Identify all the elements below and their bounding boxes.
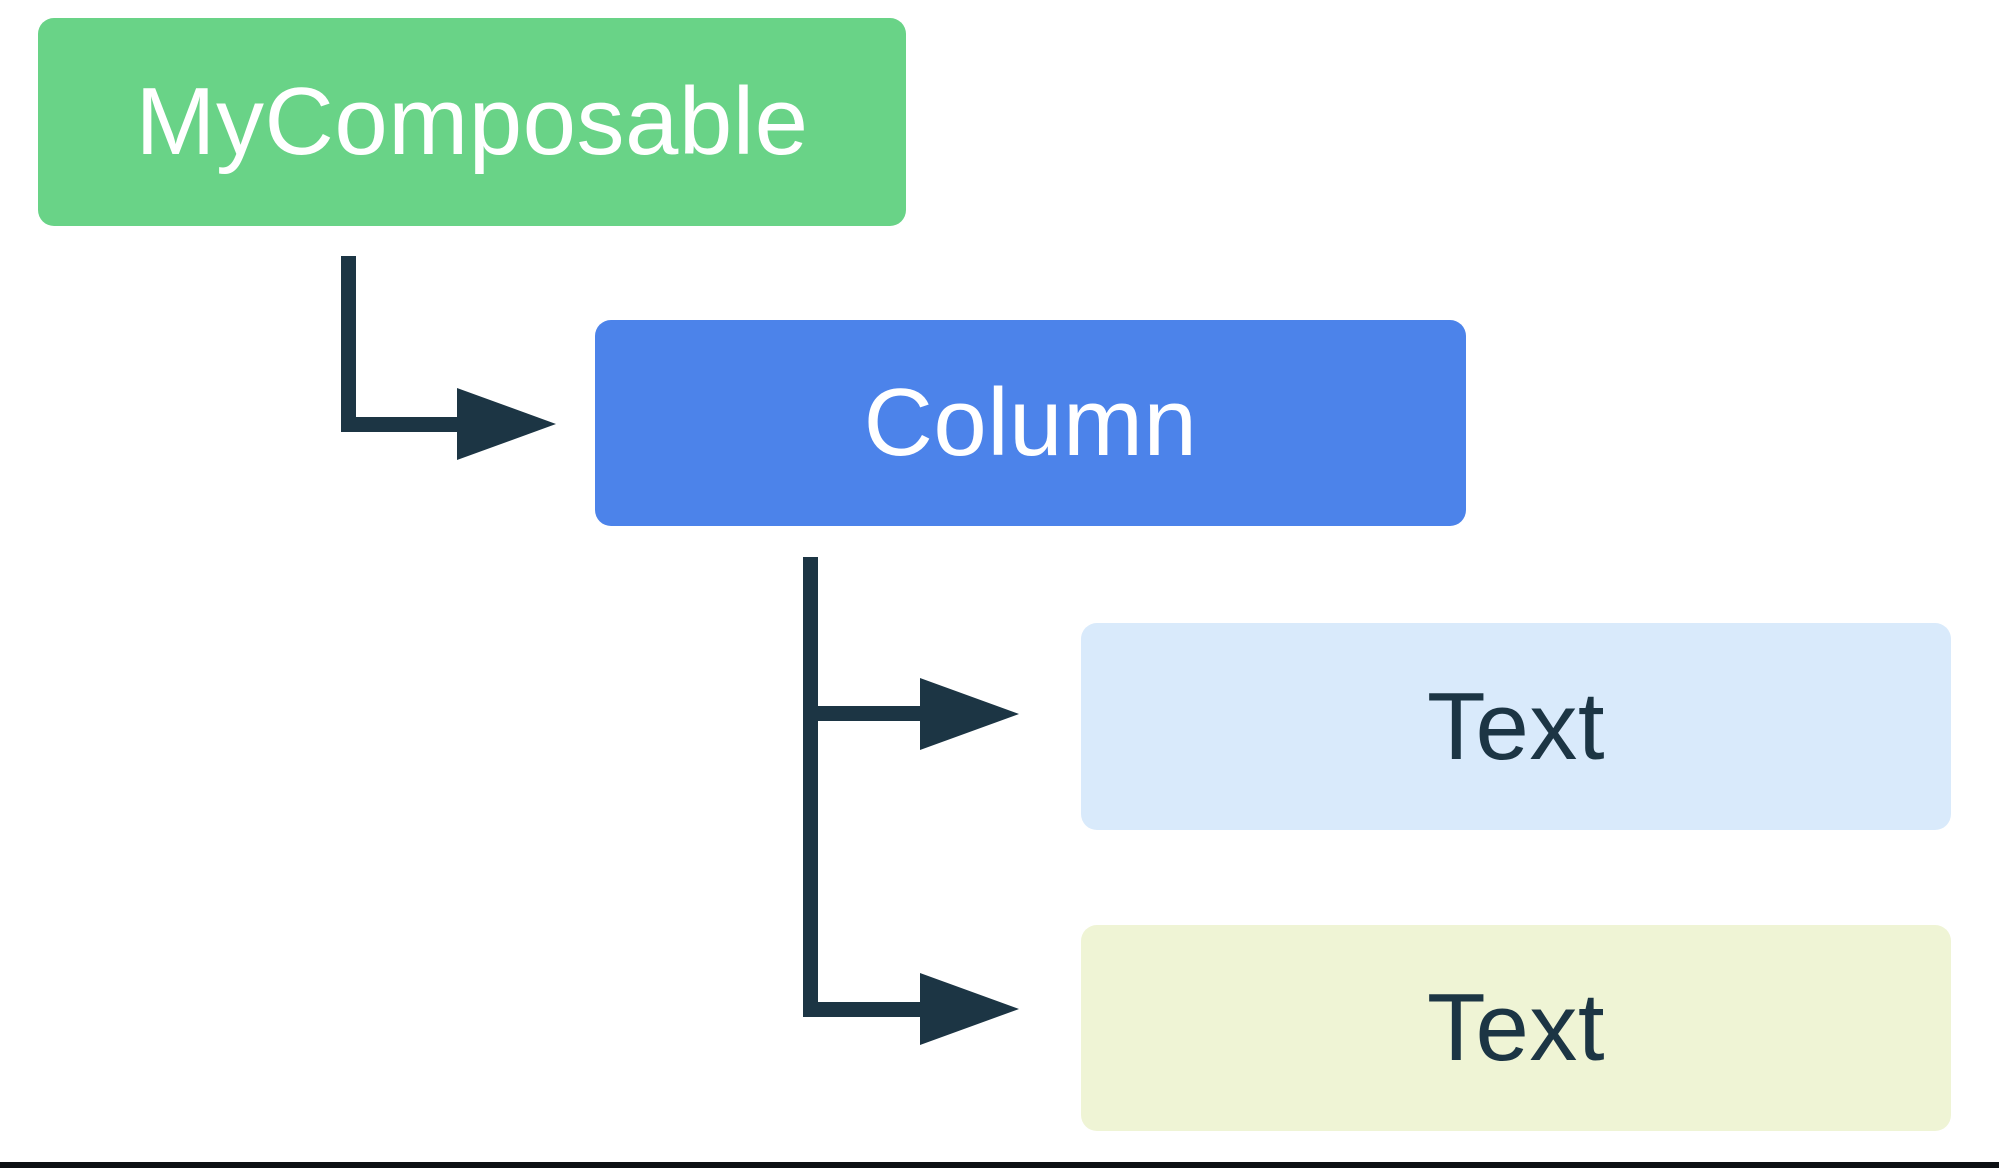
node-column-label: Column <box>863 369 1198 476</box>
arrowhead-to-text-first <box>920 678 1019 750</box>
arrowhead-to-text-second <box>920 973 1019 1045</box>
connector-mycomposable-vertical <box>341 256 356 432</box>
node-text-first-label: Text <box>1426 672 1606 780</box>
node-text-first: Text <box>1081 623 1951 830</box>
connector-branch-text-first <box>803 706 920 721</box>
connector-mycomposable-horizontal <box>341 417 457 432</box>
node-text-second-label: Text <box>1426 974 1606 1081</box>
node-mycomposable: MyComposable <box>38 18 906 226</box>
bottom-border-line <box>0 1162 1999 1168</box>
node-column: Column <box>595 320 1466 526</box>
connector-branch-text-second <box>803 1002 920 1017</box>
connector-column-trunk <box>803 557 818 1017</box>
arrowhead-to-column <box>457 388 556 460</box>
node-text-second: Text <box>1081 925 1951 1131</box>
node-mycomposable-label: MyComposable <box>135 68 809 175</box>
